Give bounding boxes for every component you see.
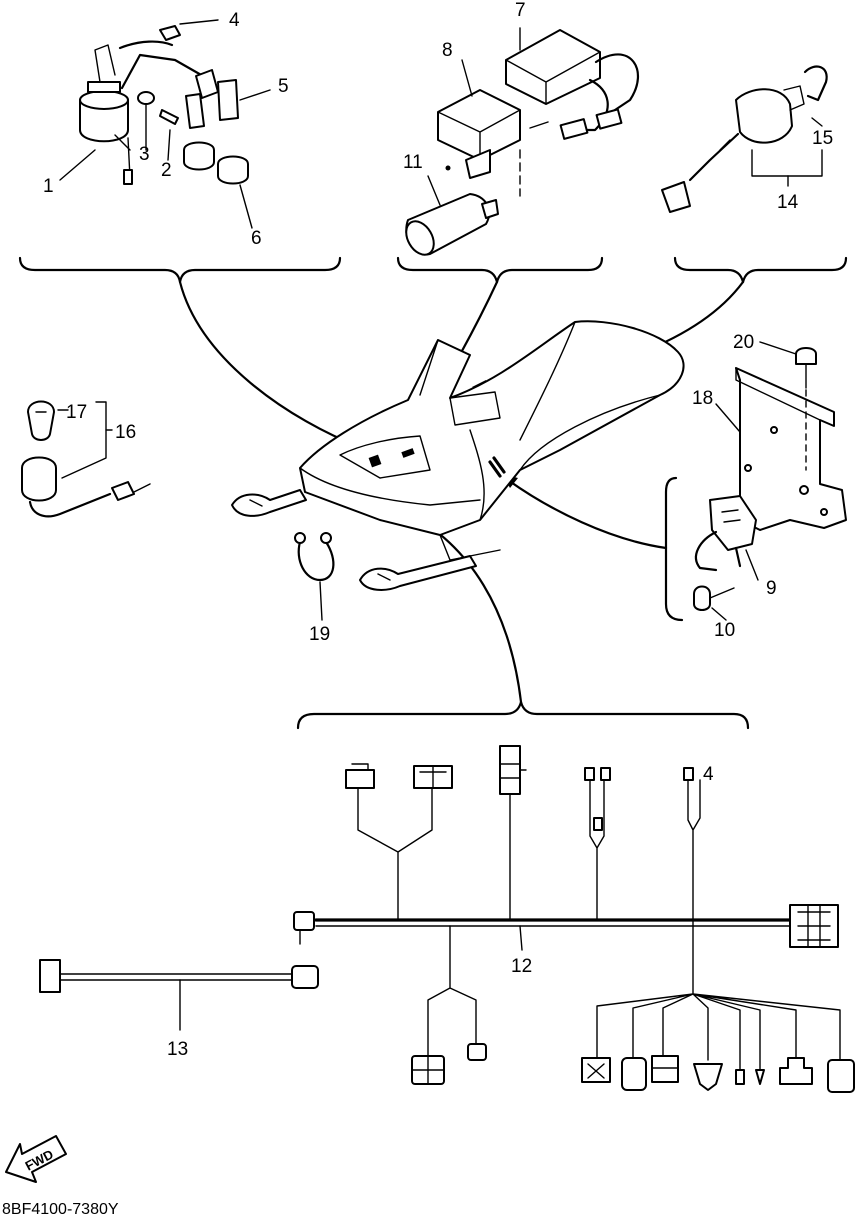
rectifier-regulator — [437, 89, 521, 161]
callout-4: 4 — [229, 10, 240, 31]
callout-14: 14 — [777, 192, 799, 213]
snowmobile-illustration — [231, 320, 685, 591]
grommet — [183, 141, 215, 171]
sub-lead-13 — [39, 959, 319, 1031]
callout-20: 20 — [733, 332, 754, 353]
callout-13: 13 — [167, 1039, 188, 1060]
lamp-socket — [21, 456, 57, 502]
cdi-unit — [505, 29, 601, 105]
callout-7: 7 — [515, 0, 526, 21]
cdi-unit-group — [405, 27, 640, 256]
ignition-coil — [79, 99, 129, 143]
callout-18: 18 — [692, 388, 713, 409]
callout-labels: 1 2 3 4 5 6 7 8 9 10 11 12 13 14 15 16 1… — [43, 0, 833, 1060]
callout-3: 3 — [139, 144, 150, 165]
bulb — [27, 400, 55, 441]
callout-1: 1 — [43, 176, 54, 197]
callout-6: 6 — [251, 228, 262, 249]
callout-2: 2 — [161, 160, 172, 181]
callout-19: 19 — [309, 624, 330, 645]
main-switch — [735, 88, 793, 144]
callout-4-harness: 4 — [703, 764, 714, 785]
washer — [137, 91, 155, 105]
bolt-20 — [795, 347, 817, 365]
bolt — [159, 109, 179, 125]
drawing-code: 8BF4100-7380Y — [2, 1201, 119, 1218]
callout-10: 10 — [714, 620, 735, 641]
main-switch-group — [661, 65, 828, 213]
ignition-coil-group — [59, 19, 271, 229]
mounting-bracket — [735, 367, 847, 531]
pilot-lamp-group — [21, 400, 151, 518]
part-9 — [709, 495, 757, 551]
callout-11: 11 — [403, 152, 423, 173]
wire-harness — [293, 745, 855, 1093]
callout-9: 9 — [766, 578, 777, 599]
callout-17: 17 — [66, 402, 87, 423]
callout-12: 12 — [511, 956, 532, 977]
cable-clamp-19 — [294, 532, 335, 621]
callout-5: 5 — [278, 76, 289, 97]
screw-10 — [693, 585, 711, 611]
callout-8: 8 — [442, 40, 453, 61]
bracket-assembly — [693, 341, 847, 621]
callout-15: 15 — [812, 128, 833, 149]
forward-direction-arrow: FWD — [5, 1135, 67, 1183]
callout-16: 16 — [115, 422, 136, 443]
